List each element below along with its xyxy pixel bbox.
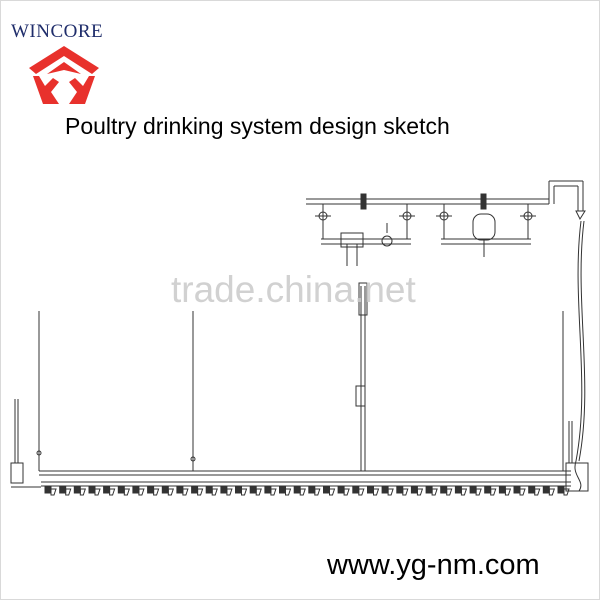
drinker-nipple	[396, 485, 409, 496]
drinker-nipple	[191, 485, 204, 496]
drinker-nipple	[264, 485, 277, 496]
diagram-title: Poultry drinking system design sketch	[65, 113, 450, 139]
drinker-nipple	[352, 485, 365, 496]
drinker-nipple	[147, 485, 160, 496]
drinker-nipple	[88, 485, 101, 496]
hands-roof-logo-icon	[29, 46, 99, 104]
drinker-nipple	[220, 485, 233, 496]
drinker-nipple	[59, 485, 72, 496]
drinker-nipple	[249, 485, 262, 496]
drinker-nipple	[557, 485, 570, 496]
drinker-nipple	[410, 485, 424, 496]
water-supply-manifold	[306, 180, 586, 492]
drinking-line	[39, 470, 571, 487]
suspension-wires	[36, 311, 564, 471]
drinker-nipple	[513, 485, 526, 496]
drinker-nipple	[44, 485, 57, 496]
drinker-nipple	[440, 485, 453, 496]
website-url: www.yg-nm.com	[327, 549, 540, 581]
drinker-nipple	[117, 485, 130, 496]
end-regulator-right	[565, 421, 589, 492]
drinker-nipple	[337, 485, 350, 496]
end-riser-left	[10, 399, 41, 488]
brand-name: WINCORE	[11, 21, 104, 42]
drinker-nipple	[425, 485, 438, 496]
drinker-nipple	[498, 485, 512, 496]
drinker-nipple	[308, 485, 321, 496]
regulator-drop-pipe	[355, 282, 368, 471]
drinker-nipples	[44, 485, 570, 496]
watermark: trade.china.net	[171, 269, 416, 310]
drinker-nipple	[73, 485, 86, 496]
drinker-nipple	[381, 485, 394, 496]
drinker-nipple	[205, 485, 218, 496]
drinker-nipple	[469, 485, 482, 496]
drinker-nipple	[323, 485, 336, 496]
drinker-nipple	[454, 485, 468, 496]
drinker-nipple	[367, 485, 380, 496]
drinker-nipple	[293, 485, 306, 496]
drinker-nipple	[279, 485, 292, 496]
drinker-nipple	[528, 485, 541, 496]
drinker-nipple	[235, 485, 248, 496]
drinker-nipple	[176, 485, 189, 496]
drinker-nipple	[103, 485, 116, 496]
drinker-nipple	[161, 485, 174, 496]
drinker-nipple	[484, 485, 497, 496]
drinker-nipple	[542, 485, 555, 496]
drinker-nipple	[132, 485, 145, 496]
